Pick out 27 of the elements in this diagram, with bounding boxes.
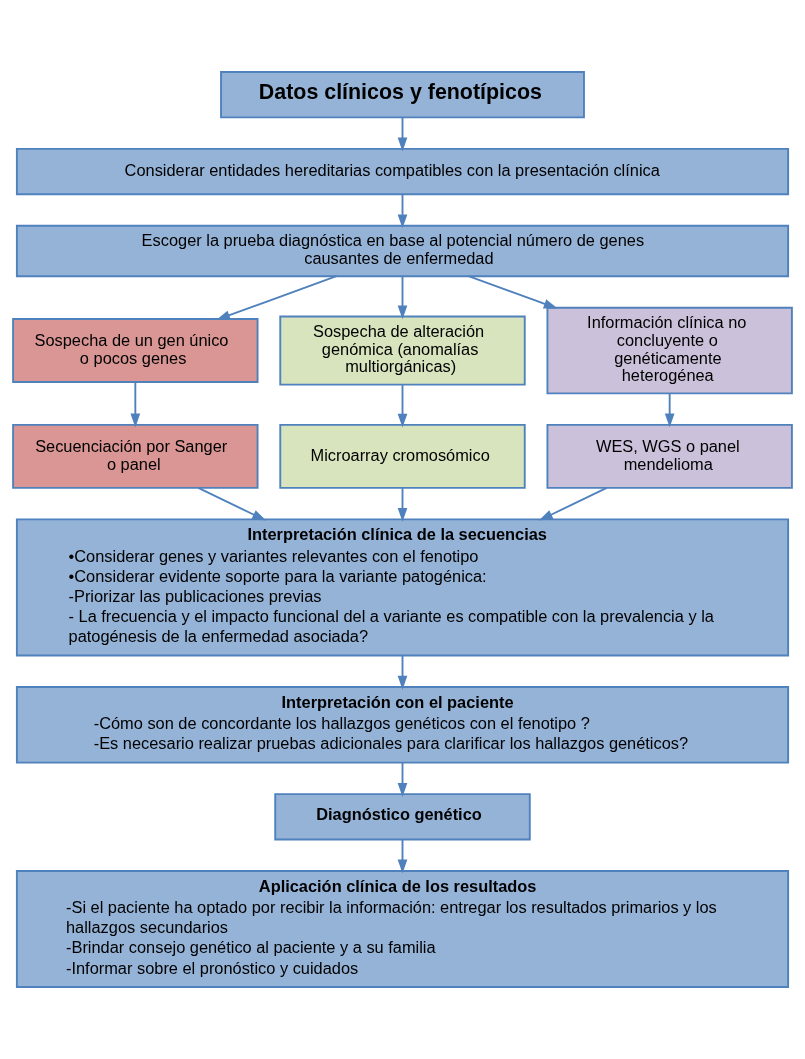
arrow: [397, 384, 408, 428]
arrow: [397, 193, 408, 229]
node-box: Interpretación clínica de la secuencias •Considerar genes y variantes relevantes con el fenotipo •Considerar evidente soporte para la variante patogénica: -Priorizar las publicaciones previas - La frecuencia y el impacto funcional del a variante es compatible con la prevalencia y la patogénesis de la enfermedad asociada?: [15, 518, 790, 657]
arrow: [397, 275, 408, 320]
node-box: Diagnóstico genético: [274, 793, 531, 841]
arrow: [397, 762, 408, 797]
arrow: [130, 381, 141, 428]
arrow: [538, 487, 608, 521]
arrow: [397, 487, 408, 522]
arrow: [397, 654, 408, 690]
node-box: Microarray cromosómico: [279, 423, 526, 489]
arrow: [467, 275, 558, 309]
node-box: WES, WGS o panel mendelioma: [546, 423, 793, 489]
arrow: [197, 487, 267, 521]
arrow: [216, 275, 338, 320]
node-box: Sospecha de un gen único o pocos genes: [12, 318, 259, 383]
node-box: Interpretación con el paciente -Cómo son de concordante los hallazgos genéticos con el fenotipo ? -Es necesario realizar pruebas adicionales para clarificar los hallazgos genéticos?: [15, 686, 790, 764]
node-box: Considerar entidades hereditarias compatibles con la presentación clínica: [15, 147, 790, 196]
node-box: Escoger la prueba diagnóstica en base al potencial número de genes causantes de enfermedad: [15, 224, 790, 278]
arrow: [397, 116, 408, 152]
arrow: [397, 838, 408, 874]
node-box: Información clínica no concluyente o genéticamente heterogénea: [546, 306, 793, 395]
arrow: [664, 392, 675, 428]
node-box: Aplicación clínica de los resultados -Si el paciente ha optado por recibir la información: entregar los resultados primarios y los hallazgos secundarios -Brindar consejo genético al paciente y a su familia -Informar sobre el pronóstico y cuidados: [15, 870, 790, 988]
node-box: Sospecha de alteración genómica (anomalías multiorgánicas): [279, 315, 526, 386]
node-box: Datos clínicos y fenotípicos: [220, 71, 585, 119]
node-box: Secuenciación por Sanger o panel: [12, 423, 259, 489]
